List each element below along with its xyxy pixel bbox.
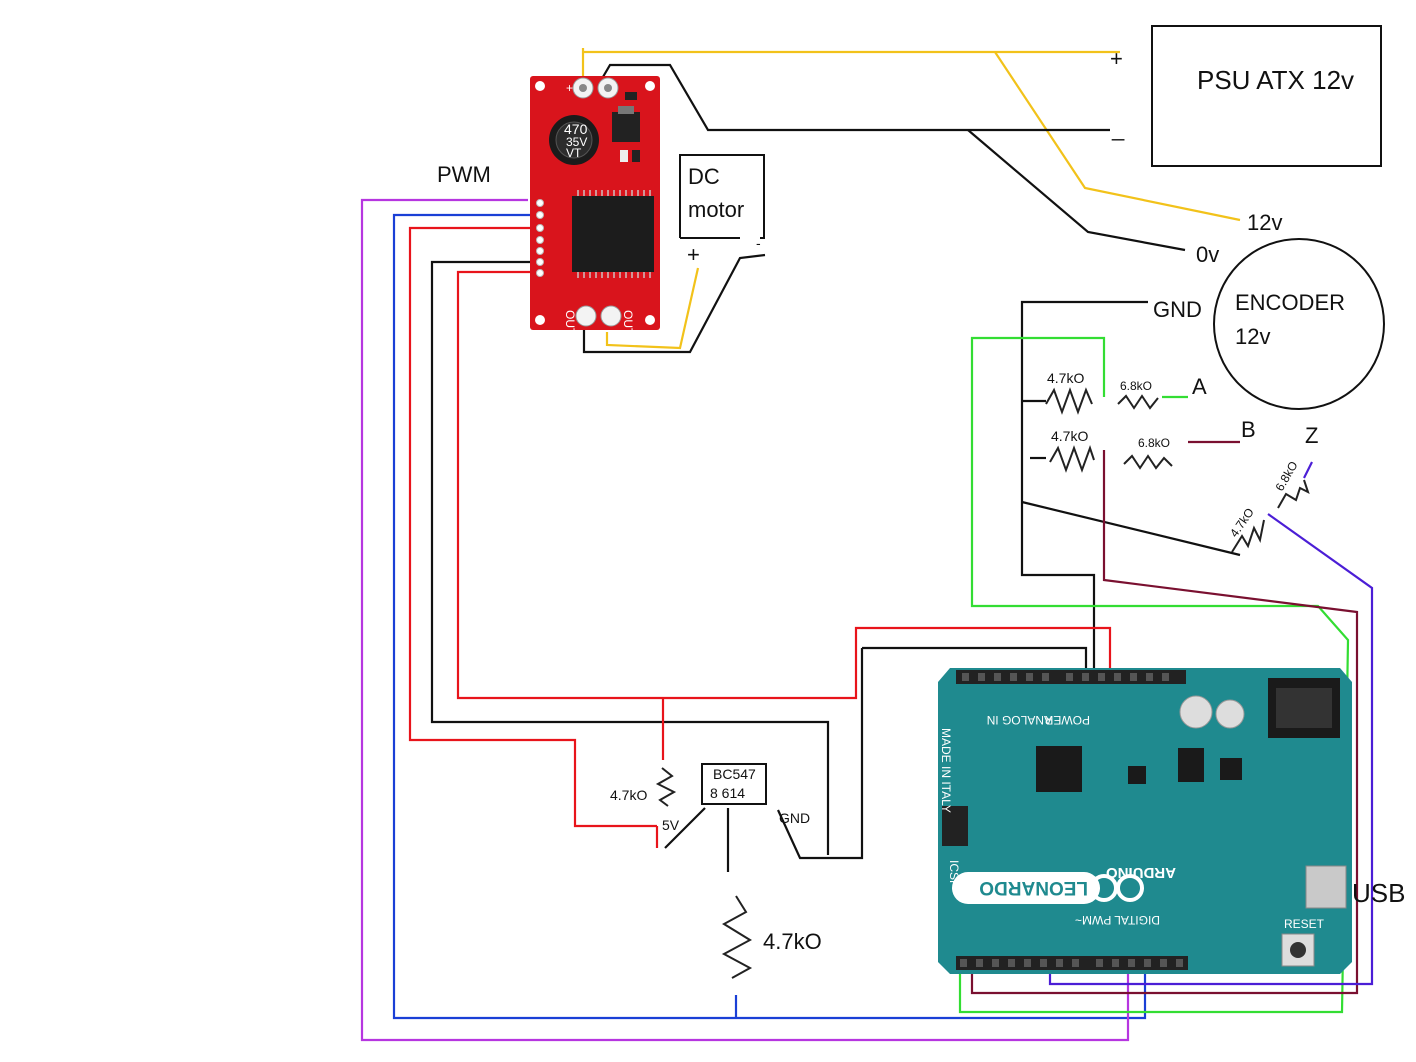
arduino-reset-label: RESET [1284, 917, 1325, 931]
psu-label: PSU ATX 12v [1197, 65, 1354, 95]
arduino-leonardo-board: ICSP RESET LEONARDO ARDUINO MADE IN ITAL… [938, 668, 1352, 974]
v12-label: 12v [1247, 210, 1282, 235]
dc-motor-box: DC motor [679, 154, 765, 239]
gnd-transistor-label: GND [779, 810, 810, 826]
resistor-b-pull-label: 4.7kO [1051, 428, 1088, 444]
motor-driver-board: + 470 35V VT OUTB OUTA [530, 76, 660, 343]
arduino-digital-label: DIGITAL PWM~ [1075, 913, 1160, 927]
resistor-b-pull: 4.7kO [1049, 428, 1095, 473]
transistor-label-1: BC547 [713, 766, 756, 782]
blue-wires [392, 213, 1147, 1020]
resistor-z-pull: 4.7kO [1227, 505, 1265, 553]
channel-b-label: B [1241, 417, 1256, 442]
resistor-z-series: 6.8kO [1272, 459, 1310, 509]
usb-label: USB [1352, 878, 1405, 908]
channel-z-label: Z [1305, 423, 1318, 448]
resistor-a-pull-label: 4.7kO [1047, 370, 1084, 386]
resistor-base-label: 4.7kO [610, 787, 647, 803]
capacitor-voltage: 35V [566, 135, 587, 149]
capacitor-value: 470 [564, 121, 588, 137]
psu-minus-label: _ [1111, 116, 1125, 141]
driver-outa-label: OUTA [621, 310, 635, 342]
driver-outb-label: OUTB [563, 310, 577, 343]
motor-plus-label: + [687, 242, 700, 267]
channel-a-label: A [1192, 374, 1207, 399]
transistor-label-2: 8 614 [710, 785, 745, 801]
psu-plus-label: + [1110, 46, 1123, 71]
resistor-bottom: 4.7kO [721, 895, 822, 979]
arduino-brand-2: LEONARDO [979, 877, 1088, 898]
pwm-label: PWM [437, 162, 491, 187]
gnd-encoder-label: GND [1153, 297, 1202, 322]
resistor-z-series-label: 6.8kO [1272, 459, 1300, 494]
arduino-power-label: POWER [1044, 713, 1090, 727]
resistor-a-series: 6.8kO [1117, 379, 1159, 410]
maroon-wires [970, 440, 1359, 995]
resistor-b-series-label: 6.8kO [1138, 436, 1170, 450]
driver-plus-label: + [566, 81, 573, 95]
dc-motor-label-1: DC [688, 164, 720, 189]
encoder-label-1: ENCODER [1235, 290, 1345, 315]
red-wires [408, 226, 1112, 848]
resistor-a-series-label: 6.8kO [1120, 379, 1152, 393]
resistor-b-series: 6.8kO [1123, 436, 1173, 470]
motor-minus-label: - [756, 235, 761, 251]
encoder-label-2: 12v [1235, 324, 1270, 349]
resistor-a-pull: 4.7kO [1045, 370, 1093, 415]
encoder: ENCODER 12v [1213, 238, 1385, 410]
dc-motor-label-2: motor [688, 197, 744, 222]
transistor-bc547: BC547 8 614 [701, 763, 767, 805]
v0-label: 0v [1196, 242, 1219, 267]
yellow-wires [581, 48, 1241, 350]
psu-box: PSU ATX 12v [1151, 25, 1382, 167]
violet-wires [1048, 461, 1374, 986]
arduino-analog-label: ANALOG IN [987, 713, 1052, 727]
purple-wires [360, 198, 1130, 1042]
capacitor-type: VT [566, 146, 582, 160]
black-wires [430, 63, 1241, 872]
arduino-brand-1: ARDUINO [1106, 864, 1176, 881]
resistor-bottom-label: 4.7kO [763, 929, 822, 954]
v5-label: 5V [662, 817, 680, 833]
arduino-made-in: MADE IN ITALY [939, 728, 953, 813]
resistor-base: 4.7kO [610, 767, 677, 807]
